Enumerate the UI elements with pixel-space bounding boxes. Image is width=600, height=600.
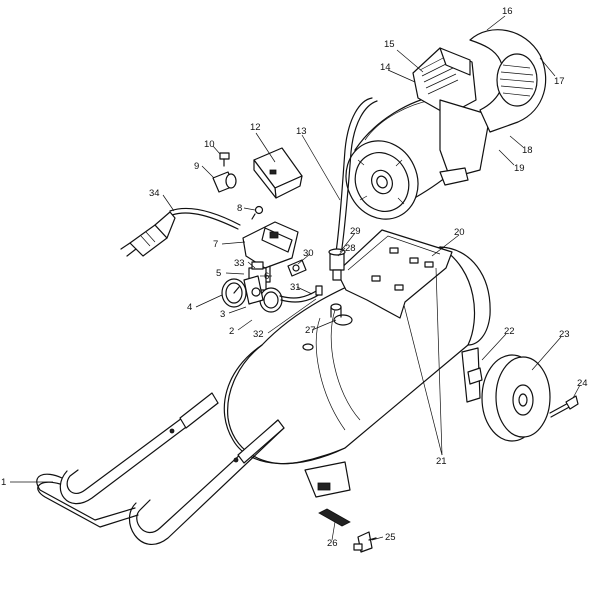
- callout-24: 24: [577, 378, 588, 389]
- discharge-tube: [335, 97, 378, 256]
- wheel: [481, 354, 551, 442]
- callout-5: 5: [216, 268, 221, 279]
- rubber-foot: [318, 508, 351, 527]
- axle-bolt: [549, 395, 579, 418]
- callout-34: 34: [149, 188, 160, 199]
- callout-2: 2: [229, 326, 234, 337]
- callout-4: 4: [187, 302, 192, 313]
- callout-31: 31: [290, 282, 301, 293]
- motor-pump-assembly: [345, 29, 547, 220]
- leader-lines: [10, 15, 581, 541]
- screw-10: [219, 152, 230, 167]
- callout-15: 15: [384, 39, 395, 50]
- callout-17: 17: [554, 76, 565, 87]
- callout-12: 12: [250, 122, 261, 133]
- callout-19: 19: [514, 163, 525, 174]
- tank-foot-front: [304, 461, 351, 498]
- tank-fitting: [330, 303, 353, 326]
- callout-9: 9: [194, 161, 199, 172]
- drain-valve: [353, 531, 377, 553]
- screw-8: [251, 205, 264, 220]
- callout-10: 10: [204, 139, 215, 150]
- safety-valve: [212, 171, 237, 193]
- callout-7: 7: [213, 239, 218, 250]
- power-cord: [120, 207, 241, 257]
- callout-25: 25: [385, 532, 396, 543]
- callout-1: 1: [1, 477, 6, 488]
- callout-33: 33: [234, 258, 245, 269]
- callout-27: 27: [305, 325, 316, 336]
- callout-30: 30: [303, 248, 314, 259]
- callout-29: 29: [350, 226, 361, 237]
- callout-8: 8: [237, 203, 242, 214]
- callout-labels: 1 2 3 4 5 6 7 8 9 10 12 13 14 15 16 17 1…: [1, 6, 588, 549]
- pump-mounting-plate: [336, 229, 453, 319]
- handle: [36, 392, 285, 545]
- callout-14: 14: [380, 62, 391, 73]
- callout-3: 3: [220, 309, 225, 320]
- callout-28: 28: [345, 243, 356, 254]
- callout-20: 20: [454, 227, 465, 238]
- callout-18: 18: [522, 145, 533, 156]
- callout-23: 23: [559, 329, 570, 340]
- callout-6: 6: [264, 271, 269, 282]
- pressure-gauge-left: [221, 278, 247, 308]
- callout-22: 22: [504, 326, 515, 337]
- outlet-tube: [279, 285, 323, 303]
- callout-26: 26: [327, 538, 338, 549]
- regulator: [243, 275, 264, 305]
- callout-13: 13: [296, 126, 307, 137]
- callout-32: 32: [253, 329, 264, 340]
- callout-21: 21: [436, 456, 447, 467]
- elbow-fitting: [287, 259, 307, 277]
- pressure-switch-cover: [253, 147, 303, 199]
- callout-16: 16: [502, 6, 513, 17]
- pressure-switch: [242, 221, 299, 283]
- tank-foot-rear: [461, 347, 483, 403]
